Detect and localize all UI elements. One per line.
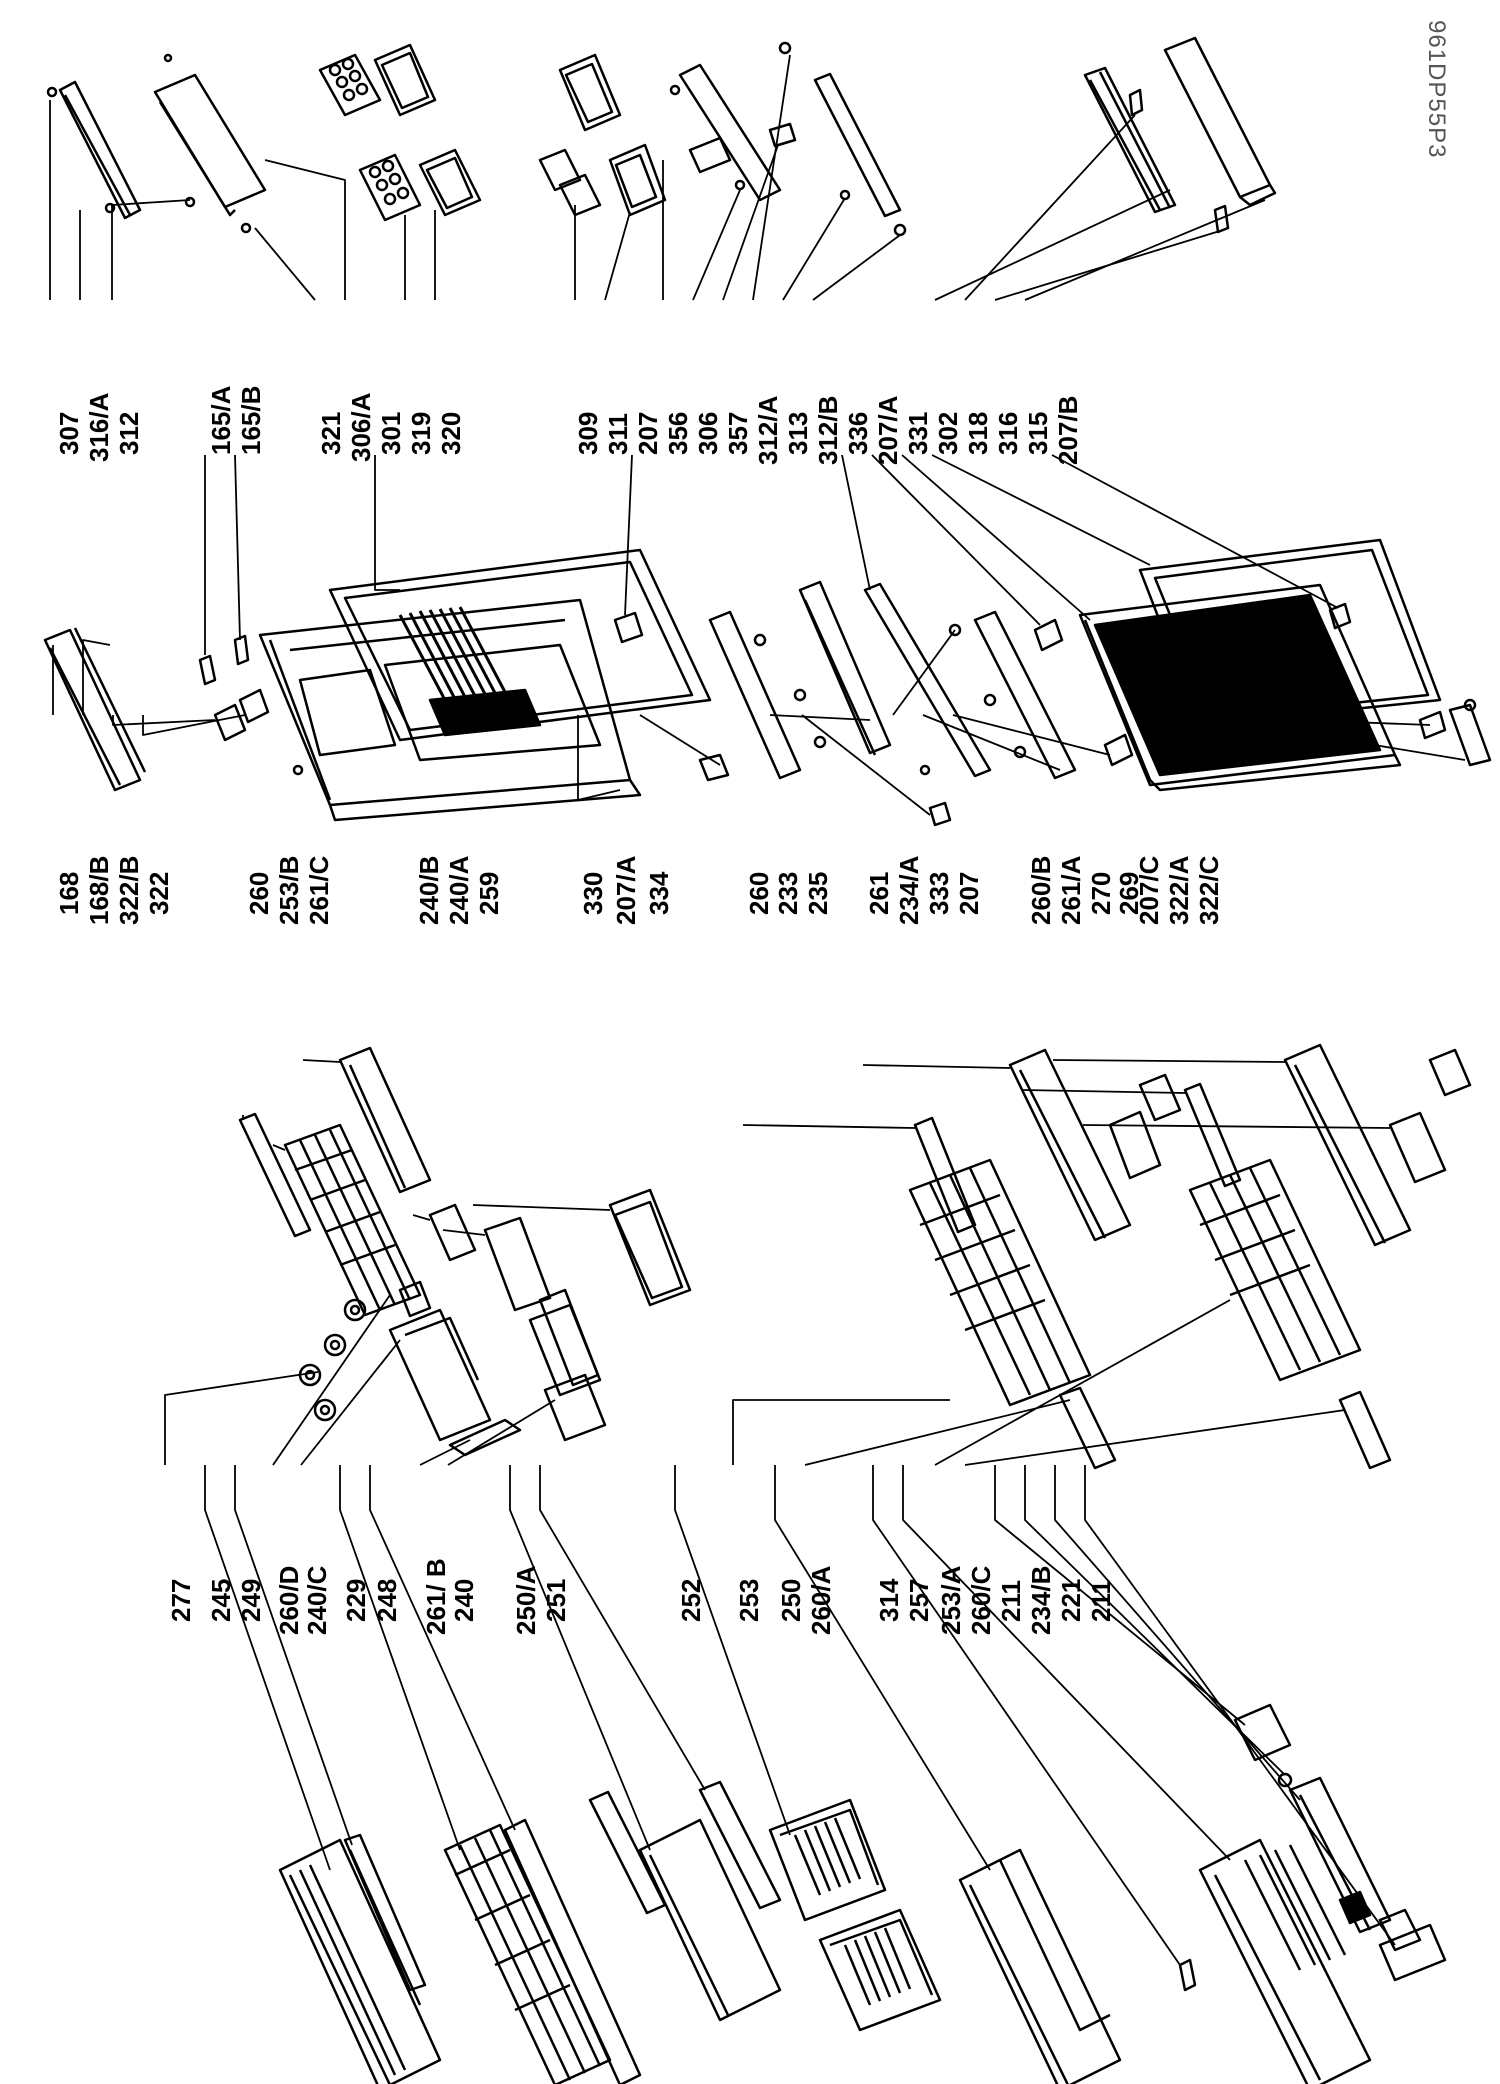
part-label: 207: [633, 411, 663, 455]
small-clips: [198, 634, 304, 776]
part-label: 309: [573, 411, 603, 455]
part-label: 260/D: [274, 1565, 304, 1635]
part-label: 252: [676, 1578, 706, 1622]
part-label: 333: [924, 871, 954, 915]
glass-shelves: [278, 1780, 782, 2084]
part-label: 301: [376, 411, 406, 455]
part-label: 261: [864, 871, 894, 915]
part-label: 233: [773, 871, 803, 915]
part-label: 356: [663, 411, 693, 455]
basket-group-right: [1183, 1043, 1472, 1470]
part-168: [43, 627, 147, 792]
part-label: 165/A: [206, 385, 236, 455]
part-label: 302: [933, 411, 963, 455]
part-label: 249: [236, 1578, 266, 1622]
part-label: 336: [843, 411, 873, 455]
part-label: 319: [406, 411, 436, 455]
part-label: 318: [963, 411, 993, 455]
part-label: 168: [54, 871, 84, 915]
part-label: 234/B: [1026, 1565, 1056, 1635]
part-label: 312/A: [753, 395, 783, 465]
part-label: 277: [166, 1578, 196, 1622]
part-label: 322: [144, 871, 174, 915]
part-label: 253/B: [274, 855, 304, 925]
part-label: 316: [993, 411, 1023, 455]
part-label: 260: [744, 871, 774, 915]
part-label: 311: [603, 413, 633, 455]
door-330: [258, 598, 642, 822]
part-label: 251: [541, 1578, 571, 1622]
crisper-drawers: [768, 1798, 942, 2032]
part-label: 253/A: [936, 1565, 966, 1635]
leader-lines: [49, 54, 1466, 1966]
part-label: 261/C: [304, 855, 334, 925]
part-label: 260/A: [806, 1565, 836, 1635]
part-label: 320: [436, 411, 466, 455]
part-label: 165/B: [236, 385, 266, 455]
part-label: 260/C: [966, 1565, 996, 1635]
part-label: 248: [372, 1578, 402, 1622]
part-label: 245: [206, 1578, 236, 1622]
part-label: 207/A: [611, 855, 641, 925]
part-label: 331: [903, 411, 933, 455]
part-label: 260: [244, 871, 274, 915]
hinge-parts: [1418, 698, 1492, 767]
drawing-code: 961DP55P3: [1423, 20, 1450, 159]
door-rails: [698, 580, 992, 827]
part-label: 250/A: [511, 1565, 541, 1635]
part-label: 207: [954, 871, 984, 915]
part-label: 229: [341, 1578, 371, 1622]
part-label: 240/C: [302, 1565, 332, 1635]
part-label: 207/C: [1134, 855, 1164, 925]
door-frame-301: [328, 548, 712, 742]
part-label: 357: [723, 411, 753, 455]
part-label: 306: [693, 411, 723, 455]
part-label: 168/B: [84, 855, 114, 925]
part-label: 270: [1086, 871, 1116, 915]
lower-door-panels: [1078, 538, 1442, 792]
part-label: 240: [449, 1578, 479, 1622]
part-label: 259: [474, 871, 504, 915]
part-label: 211: [996, 1580, 1026, 1622]
part-label: 306/A: [346, 392, 376, 462]
top-small-parts: [46, 36, 1277, 237]
basket-group-center: [908, 1048, 1182, 1470]
part-label: 312: [114, 411, 144, 455]
part-label: 260/B: [1026, 855, 1056, 925]
part-label: 330: [578, 871, 608, 915]
part-label: 257: [904, 1578, 934, 1622]
bottom-drawer-257: [1178, 1703, 1447, 2084]
part-label: 322/C: [1194, 855, 1224, 925]
part-label: 314: [874, 1578, 904, 1622]
part-label: 207/A: [873, 395, 903, 465]
part-label: 211: [1086, 1580, 1116, 1622]
part-label: 234/A: [894, 855, 924, 925]
part-label: 261/ B: [421, 1558, 451, 1635]
part-label: 334: [644, 871, 674, 915]
part-label: 240/A: [444, 855, 474, 925]
shelf-250: [958, 1848, 1122, 2084]
part-label: 207/B: [1053, 395, 1083, 465]
basket-group-left: [238, 1046, 692, 1457]
part-label: 235: [803, 871, 833, 915]
part-label: 221: [1056, 1578, 1086, 1622]
part-label: 253: [734, 1578, 764, 1622]
part-label: 316/A: [84, 392, 114, 462]
part-label: 313: [783, 411, 813, 455]
part-label: 312/B: [813, 395, 843, 465]
part-label: 261/A: [1056, 855, 1086, 925]
part-label: 322/B: [114, 855, 144, 925]
part-label: 322/A: [1164, 855, 1194, 925]
part-label: 307: [54, 411, 84, 455]
part-label: 250: [776, 1578, 806, 1622]
part-label: 321: [316, 411, 346, 455]
part-label: 240/B: [414, 855, 444, 925]
part-label: 315: [1023, 411, 1053, 455]
